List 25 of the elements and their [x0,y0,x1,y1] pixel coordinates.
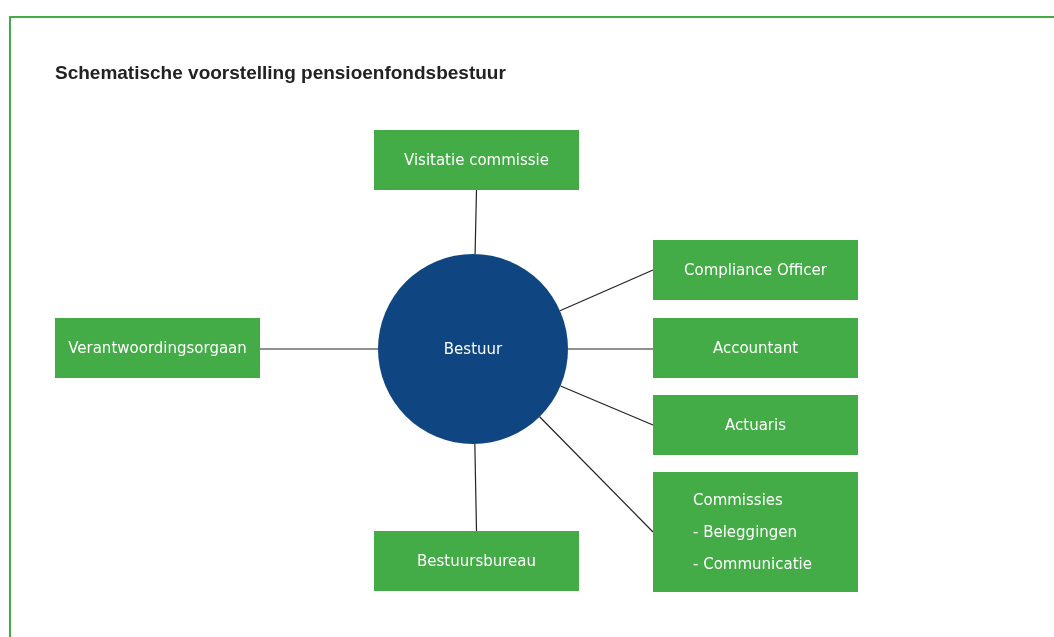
node-label: Bestuur [443,340,503,358]
connector-line [259,348,379,350]
node-label: Actuaris [725,416,786,434]
connector-line [559,269,654,312]
connector-line [539,416,654,533]
node-label: - Beleggingen [693,523,798,541]
node-label: Visitatie commissie [403,151,549,169]
connector-line [567,348,654,350]
connector-line [474,443,478,532]
connector-line [559,385,654,426]
connector-line [474,189,478,255]
org-box [374,130,579,190]
node-label: Accountant [712,339,799,357]
node-label: - Communicatie [693,555,812,573]
node-label: Compliance Officer [684,261,827,279]
node-label: Bestuursbureau [417,552,536,570]
diagram-title: Schematische voorstelling pensioenfondsbestuur [55,62,506,84]
org-box [55,318,260,378]
node-label: Verantwoordingsorgaan [68,339,247,357]
org-box [653,240,858,300]
org-box [653,318,858,378]
org-box [653,472,858,592]
org-box [374,531,579,591]
node-label: Commissies [693,491,783,509]
org-box [653,395,858,455]
